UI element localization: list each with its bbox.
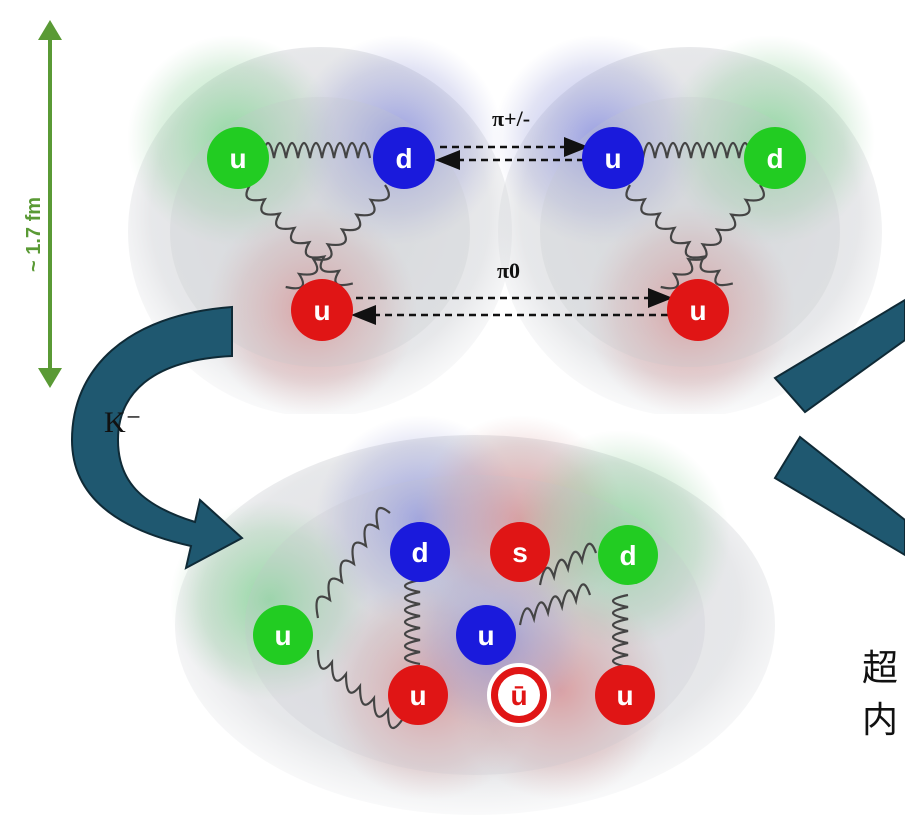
quark-tr-2 bbox=[667, 279, 729, 341]
quark-label-b-0: d bbox=[411, 537, 428, 568]
gluons-left bbox=[245, 141, 390, 290]
quark-b-0 bbox=[390, 522, 450, 582]
quark-b-7 bbox=[595, 665, 655, 725]
gluons-right bbox=[625, 141, 765, 290]
quark-label-b-7: u bbox=[616, 680, 633, 711]
quark-label-b-4: u bbox=[477, 620, 494, 651]
quark-label-b-5: u bbox=[409, 680, 426, 711]
quark-label-tl-0: u bbox=[229, 143, 246, 174]
pion-neutral-exchange bbox=[351, 288, 673, 325]
antiquark-ring-b-6 bbox=[498, 674, 540, 716]
quark-label-tl-2: u bbox=[313, 295, 330, 326]
gluons-bottom bbox=[315, 506, 629, 730]
quark-b-2 bbox=[598, 525, 658, 585]
quark-label-tr-2: u bbox=[689, 295, 706, 326]
pion-charged-exchange bbox=[435, 137, 589, 170]
quark-label-tl-1: d bbox=[395, 143, 412, 174]
kaon-label: K⁻ bbox=[104, 406, 142, 439]
quark-tr-1 bbox=[744, 127, 806, 189]
quark-label-tr-0: u bbox=[604, 143, 621, 174]
kaon-curved-arrow bbox=[70, 305, 244, 570]
quark-b-5 bbox=[388, 665, 448, 725]
right-arrow-lower bbox=[773, 435, 905, 557]
charged-pion-label: π+/- bbox=[492, 106, 530, 131]
quark-label-b-6: ū bbox=[510, 680, 527, 711]
cropped-text-line2: 内 bbox=[862, 700, 898, 740]
quark-tr-0 bbox=[582, 127, 644, 189]
quark-b-1 bbox=[490, 522, 550, 582]
quarks-top-left: u d u bbox=[207, 127, 435, 341]
quark-tl-0 bbox=[207, 127, 269, 189]
quarks-top-right: u d u bbox=[582, 127, 806, 341]
scale-label: ~ 1.7 fm bbox=[23, 197, 45, 272]
neutral-pion-label: π0 bbox=[497, 258, 520, 283]
quark-b-3 bbox=[253, 605, 313, 665]
quark-tl-1 bbox=[373, 127, 435, 189]
quark-label-b-2: d bbox=[619, 540, 636, 571]
quark-label-b-1: s bbox=[512, 537, 528, 568]
cropped-text-line1: 超 bbox=[862, 648, 898, 688]
quark-b-4 bbox=[456, 605, 516, 665]
quark-label-tr-1: d bbox=[766, 143, 783, 174]
right-arrow-upper bbox=[773, 298, 905, 414]
quark-tl-2 bbox=[291, 279, 353, 341]
quark-label-b-3: u bbox=[274, 620, 291, 651]
scale-bar bbox=[38, 20, 62, 388]
